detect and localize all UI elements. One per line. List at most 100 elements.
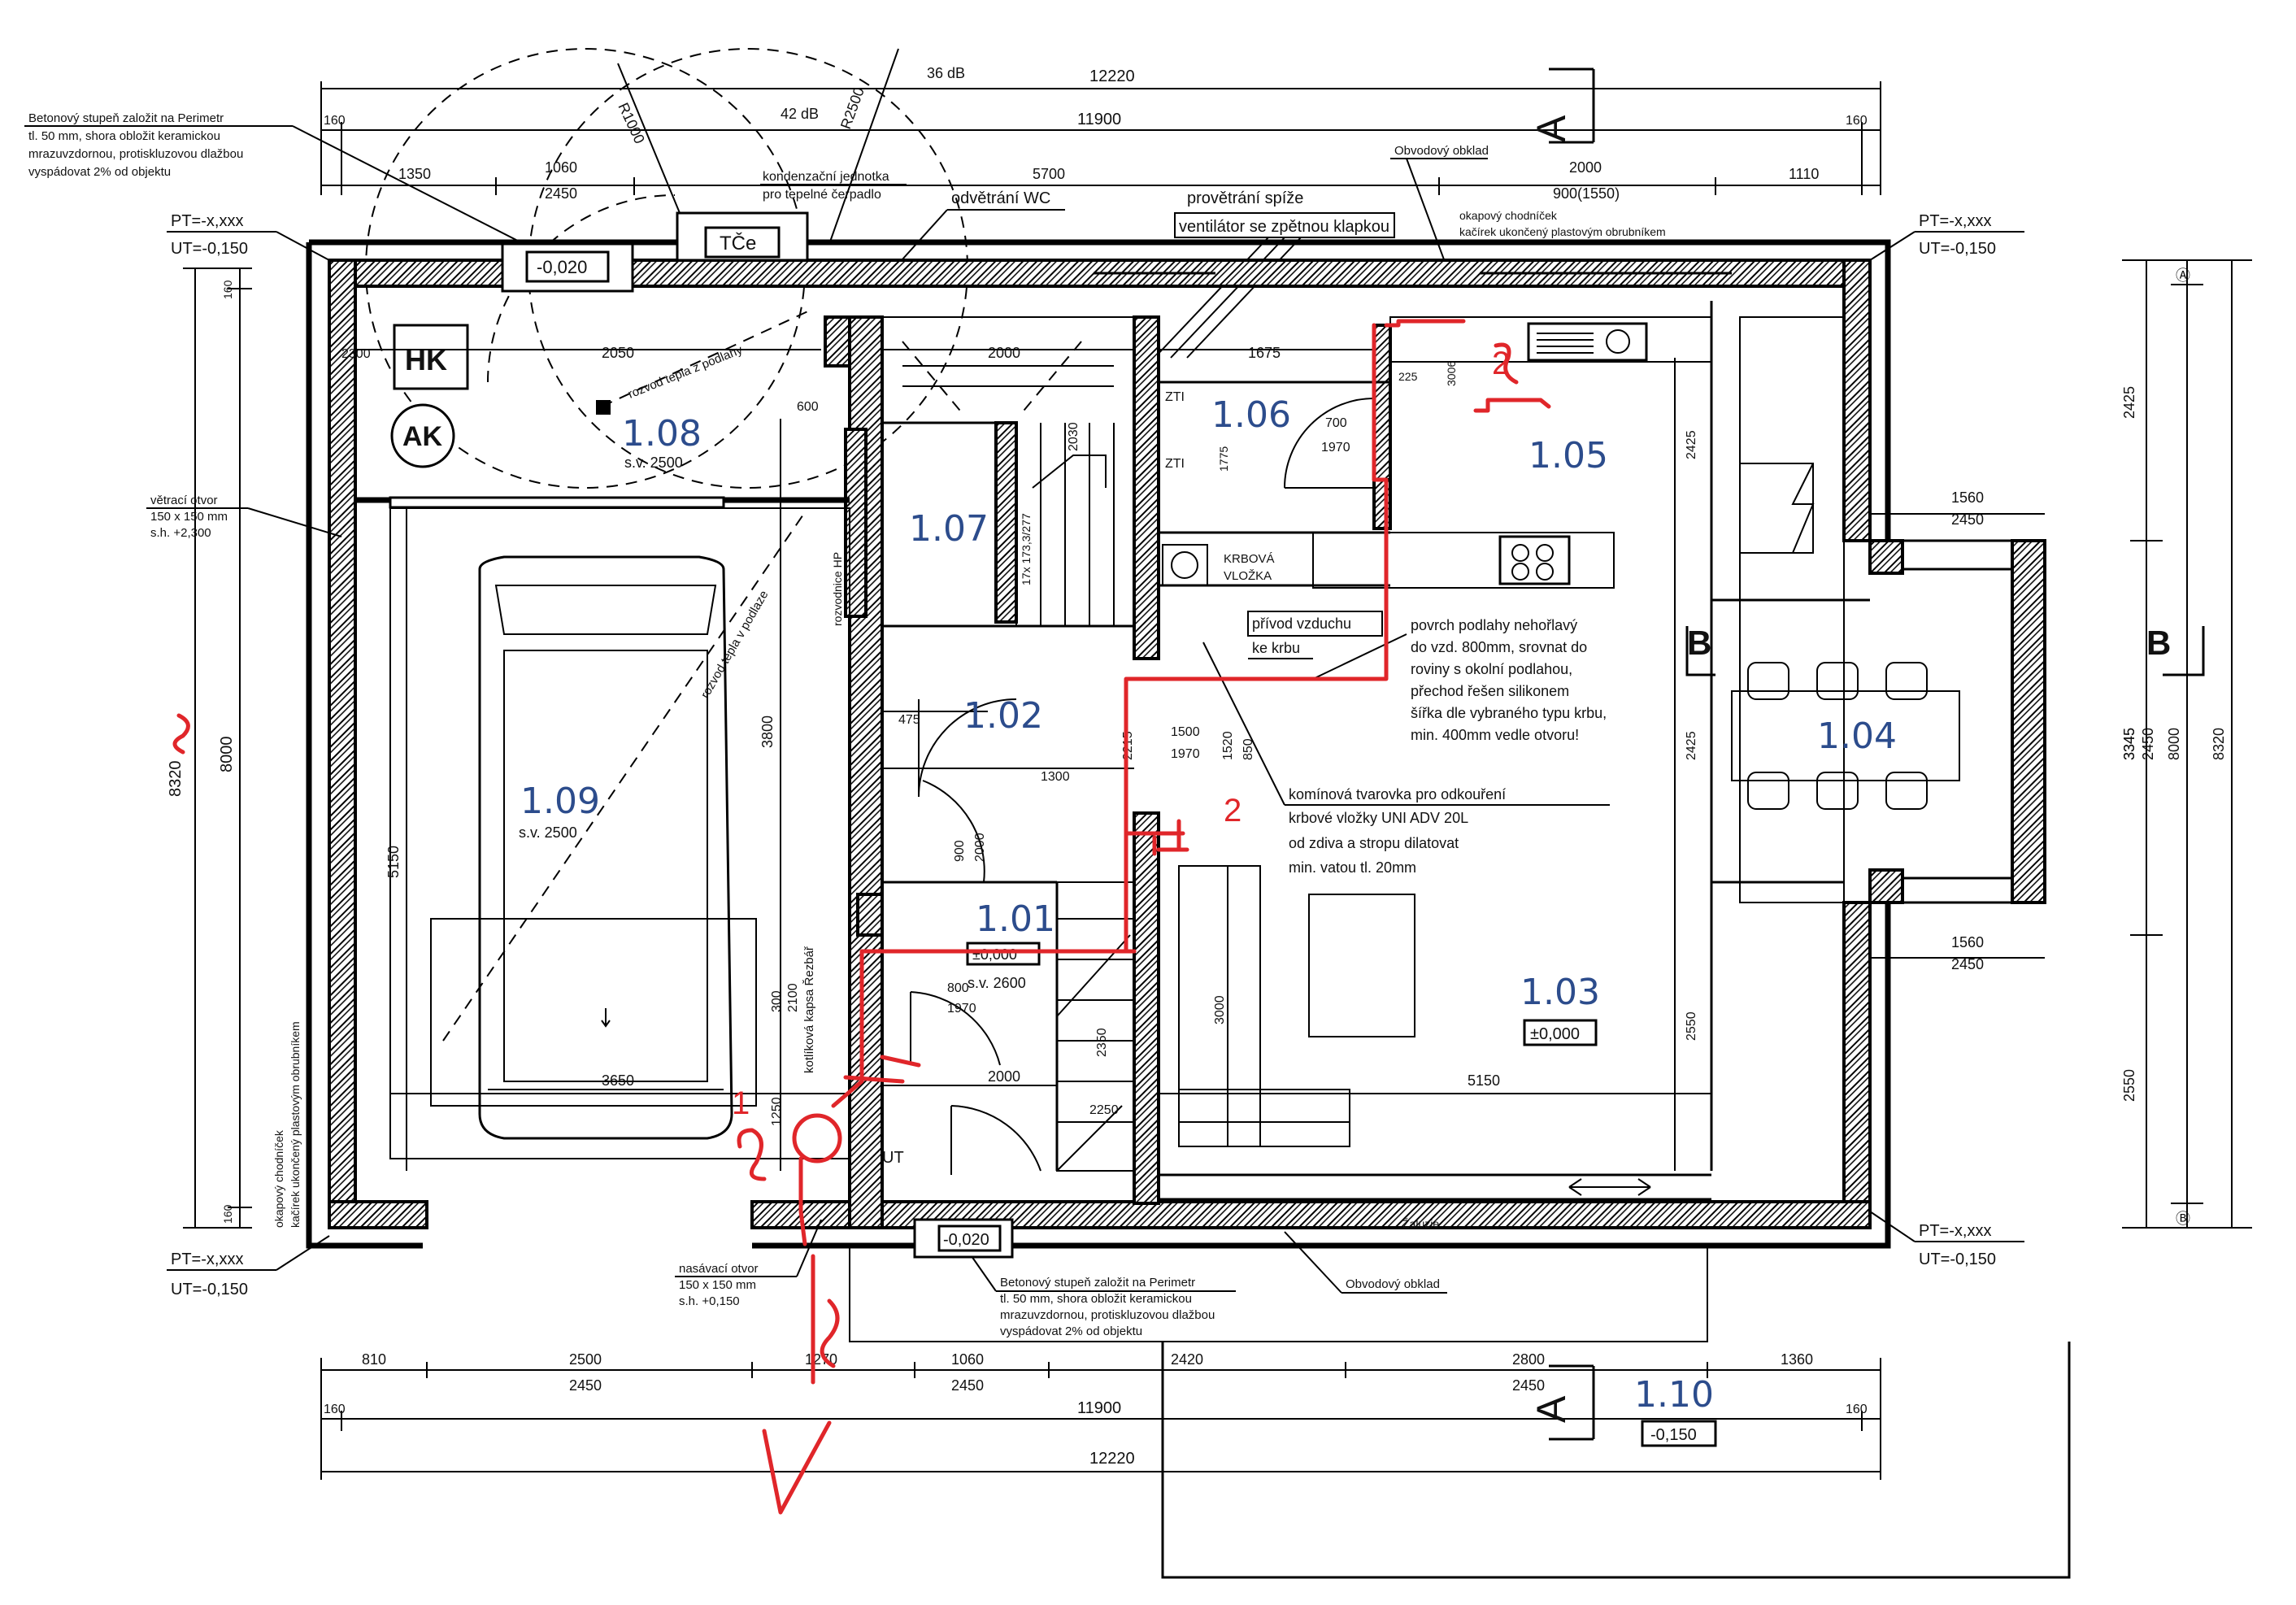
svg-text:min. vatou tl. 20mm: min. vatou tl. 20mm: [1289, 859, 1416, 876]
svg-text:1250: 1250: [770, 1097, 784, 1126]
svg-text:2000: 2000: [973, 833, 987, 862]
svg-text:kotlíková kapsa Řezbář: kotlíková kapsa Řezbář: [802, 946, 816, 1073]
svg-text:rozvodnice HP: rozvodnice HP: [831, 552, 844, 626]
note-vetraci-otvor: větrací otvor 150 x 150 mm s.h. +2,300: [146, 494, 342, 540]
svg-text:přechod řešen silikonem: přechod řešen silikonem: [1411, 683, 1569, 699]
svg-text:UT=-0,150: UT=-0,150: [1919, 240, 1996, 258]
svg-text:Betonový stupeň založit na Per: Betonový stupeň založit na Perimetr: [28, 111, 224, 125]
svg-text:Obvodový obklad: Obvodový obklad: [1394, 144, 1489, 158]
svg-text:od zdiva a stropu dilatovat: od zdiva a stropu dilatovat: [1289, 835, 1459, 851]
svg-text:5150: 5150: [1468, 1072, 1500, 1089]
svg-text:tl. 50 mm, shora obložit keram: tl. 50 mm, shora obložit keramickou: [28, 129, 220, 143]
svg-text:ke krbu: ke krbu: [1252, 640, 1300, 656]
svg-text:2450: 2450: [569, 1377, 602, 1394]
red-annotation-2: 2: [1224, 793, 1241, 829]
red-markup: 1 2 2: [172, 319, 1551, 1515]
svg-text:2450: 2450: [1951, 511, 1984, 528]
svg-text:2030: 2030: [1067, 422, 1081, 451]
section-b-left-label: B: [1687, 624, 1711, 662]
section-a-top: A: [1528, 67, 1595, 144]
svg-text:kondenzační jednotka: kondenzační jednotka: [763, 170, 889, 184]
label-36db: 36 dB: [927, 65, 965, 81]
svg-text:s.h. +2,300: s.h. +2,300: [150, 526, 211, 540]
svg-text:2300: 2300: [341, 347, 371, 361]
svg-text:povrch podlahy nehořlavý: povrch podlahy nehořlavý: [1411, 617, 1577, 633]
note-beton-bottom: Betonový stupeň založit na Perimetr tl. …: [971, 1255, 1236, 1338]
section-b: B B: [1685, 624, 2205, 676]
dim-top-1350: 1350: [398, 166, 431, 182]
room-1-03: 1.03: [1520, 972, 1600, 1013]
svg-text:2450: 2450: [2140, 728, 2156, 760]
svg-text:1970: 1970: [1321, 441, 1350, 455]
svg-text:VLOŽKA: VLOŽKA: [1224, 569, 1272, 583]
svg-text:min. 400mm vedle otvoru!: min. 400mm vedle otvoru!: [1411, 727, 1579, 743]
label-42db: 42 dB: [781, 106, 819, 122]
room-1-07: 1.07: [909, 508, 989, 550]
svg-text:okapový chodníček: okapový chodníček: [1459, 209, 1558, 222]
red-annotation-1: 1: [732, 1085, 750, 1121]
svg-text:475: 475: [898, 713, 920, 727]
svg-text:2450: 2450: [951, 1377, 984, 1394]
dim-top-2000: 2000: [1569, 159, 1602, 176]
dim-top-1110: 1110: [1789, 166, 1819, 182]
svg-text:1560: 1560: [1951, 489, 1984, 506]
svg-text:2425: 2425: [1685, 731, 1698, 760]
red-annotation-2b: 2: [1492, 346, 1510, 381]
level-marker-top-left: PT=-x,xxx UT=-0,150: [167, 212, 330, 261]
svg-text:PT=-x,xxx: PT=-x,xxx: [171, 1251, 243, 1268]
room-labels: 1.08 s.v. 2500 1.09 s.v. 2500 1.07 1.06 …: [519, 390, 1897, 1447]
svg-text:rozvod tepla v podlaze: rozvod tepla v podlaze: [698, 589, 772, 701]
svg-text:1970: 1970: [1171, 747, 1200, 761]
svg-text:PT=-x,xxx: PT=-x,xxx: [171, 212, 243, 230]
svg-text:2250: 2250: [1089, 1103, 1119, 1117]
note-obvod-top: Obvodový obklad: [1390, 144, 1489, 269]
svg-text:2425: 2425: [1685, 430, 1698, 459]
level-marker-bottom-left: PT=-x,xxx UT=-0,150: [167, 1235, 330, 1298]
level-marker-bottom-right: PT=-x,xxx UT=-0,150: [1869, 1211, 2024, 1268]
svg-text:8320: 8320: [2211, 728, 2227, 760]
svg-text:Obvodový obklad: Obvodový obklad: [1346, 1277, 1440, 1291]
section-b-right-label: B: [2146, 624, 2171, 662]
svg-text:1060: 1060: [951, 1351, 984, 1368]
left-dimensions: 8320 8000 160 160: [167, 268, 252, 1229]
svg-text:1360: 1360: [1781, 1351, 1813, 1368]
svg-text:3800: 3800: [759, 716, 776, 748]
svg-text:1520: 1520: [1221, 731, 1235, 760]
svg-text:2550: 2550: [1685, 1011, 1698, 1041]
dim-top-900: 900(1550): [1553, 185, 1620, 202]
svg-text:17x 173,3/277: 17x 173,3/277: [1020, 513, 1033, 585]
svg-text:pro tepelné čerpadlo: pro tepelné čerpadlo: [763, 188, 881, 202]
svg-text:160: 160: [324, 1403, 346, 1416]
svg-text:3345: 3345: [2121, 728, 2137, 760]
svg-text:300: 300: [770, 990, 784, 1012]
svg-text:1775: 1775: [1217, 446, 1230, 472]
svg-text:do vzd. 800mm, srovnat do: do vzd. 800mm, srovnat do: [1411, 639, 1587, 655]
note-kondenz: kondenzační jednotka pro tepelné čerpadl…: [760, 170, 907, 202]
svg-text:160: 160: [221, 1204, 234, 1224]
right-dimensions: 2425 3345 2450 2550 8000 8320 Ⓐ Ⓑ: [2121, 259, 2252, 1229]
svg-text:krbové vložky UNI ADV 20L: krbové vložky UNI ADV 20L: [1289, 810, 1468, 826]
section-a-top-label: A: [1528, 115, 1574, 142]
dim-160-right-top: 160: [1846, 114, 1868, 128]
svg-text:2050: 2050: [602, 345, 634, 361]
svg-text:3000: 3000: [1213, 995, 1227, 1024]
svg-text:8000: 8000: [218, 737, 236, 773]
svg-text:700: 700: [1325, 416, 1347, 430]
svg-text:5150: 5150: [385, 846, 402, 878]
level-box-bottom: -0,020: [943, 1231, 989, 1249]
zaluzie-label: Žaluzie: [1402, 1217, 1439, 1230]
room-1-08: 1.08: [622, 413, 702, 455]
note-komin: komínová tvarovka pro odkouření krbové v…: [1202, 642, 1610, 876]
room-1-08-sv: s.v. 2500: [624, 455, 683, 471]
svg-text:2100: 2100: [786, 983, 800, 1012]
svg-text:2550: 2550: [2121, 1069, 2137, 1102]
svg-text:11900: 11900: [1077, 1399, 1121, 1417]
svg-text:UT=-0,150: UT=-0,150: [1919, 1251, 1996, 1268]
zti-1: ZTI: [1165, 390, 1185, 404]
svg-text:UT=-0,150: UT=-0,150: [171, 240, 248, 258]
svg-text:600: 600: [797, 400, 819, 414]
svg-text:2350: 2350: [1095, 1028, 1109, 1057]
room-1-04: 1.04: [1817, 716, 1897, 757]
svg-text:160: 160: [221, 280, 234, 299]
svg-text:800: 800: [947, 981, 969, 995]
